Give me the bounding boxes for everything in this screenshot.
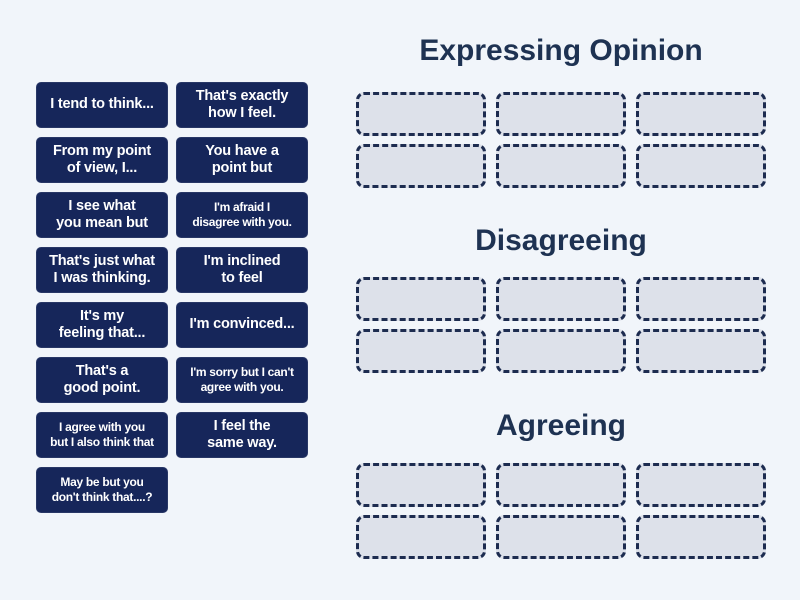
- drop-slot[interactable]: [496, 463, 626, 507]
- draggable-card[interactable]: I'm inclined to feel: [176, 247, 308, 293]
- card-text: I'm afraid I disagree with you.: [192, 200, 292, 229]
- drop-slot[interactable]: [496, 144, 626, 188]
- card-text: That's just what I was thinking.: [49, 252, 155, 286]
- draggable-card[interactable]: From my point of view, I...: [36, 137, 168, 183]
- card-text: May be but you don't think that....?: [51, 475, 153, 504]
- draggable-card[interactable]: That's just what I was thinking.: [36, 247, 168, 293]
- drop-slot[interactable]: [496, 92, 626, 136]
- card-text: I'm sorry but I can't agree with you.: [190, 365, 294, 394]
- card-text: I agree with you but I also think that: [50, 420, 154, 449]
- drop-slot[interactable]: [356, 277, 486, 321]
- drop-slot[interactable]: [356, 463, 486, 507]
- drop-zone-grid-expressing-opinion: [356, 92, 766, 188]
- group-title-expressing-opinion: Expressing Opinion: [419, 34, 703, 67]
- draggable-card[interactable]: I see what you mean but: [36, 192, 168, 238]
- card-text: That's exactly how I feel.: [195, 87, 289, 121]
- drop-slot[interactable]: [636, 329, 766, 373]
- drop-zone-grid-disagreeing: [356, 277, 766, 373]
- drop-slot[interactable]: [356, 144, 486, 188]
- draggable-card[interactable]: It's my feeling that...: [36, 302, 168, 348]
- card-text: I see what you mean but: [56, 197, 148, 231]
- drop-slot[interactable]: [356, 92, 486, 136]
- drop-zone-grid-agreeing: [356, 463, 766, 559]
- draggable-card[interactable]: I tend to think...: [36, 82, 168, 128]
- card-text: I feel the same way.: [207, 417, 277, 451]
- card-text: I tend to think...: [50, 96, 154, 113]
- drop-slot[interactable]: [356, 515, 486, 559]
- draggable-card[interactable]: I'm sorry but I can't agree with you.: [176, 357, 308, 403]
- card-text: You have a point but: [205, 142, 279, 176]
- group-title-disagreeing: Disagreeing: [475, 224, 647, 257]
- card-text: From my point of view, I...: [52, 142, 152, 176]
- drop-slot[interactable]: [636, 92, 766, 136]
- cards-tray: I tend to think... That's exactly how I …: [36, 82, 308, 513]
- card-text: I'm inclined to feel: [203, 252, 281, 286]
- drop-slot[interactable]: [356, 329, 486, 373]
- draggable-card[interactable]: May be but you don't think that....?: [36, 467, 168, 513]
- drop-slot[interactable]: [636, 277, 766, 321]
- draggable-card[interactable]: I agree with you but I also think that: [36, 412, 168, 458]
- drop-slot[interactable]: [496, 277, 626, 321]
- drop-slot[interactable]: [496, 515, 626, 559]
- card-text: It's my feeling that...: [58, 307, 146, 341]
- draggable-card[interactable]: That's a good point.: [36, 357, 168, 403]
- draggable-card[interactable]: You have a point but: [176, 137, 308, 183]
- card-text: That's a good point.: [63, 362, 141, 396]
- card-text: I'm convinced...: [189, 316, 295, 333]
- draggable-card[interactable]: I'm convinced...: [176, 302, 308, 348]
- drop-slot[interactable]: [636, 515, 766, 559]
- drop-slot[interactable]: [636, 463, 766, 507]
- draggable-card[interactable]: I'm afraid I disagree with you.: [176, 192, 308, 238]
- draggable-card[interactable]: That's exactly how I feel.: [176, 82, 308, 128]
- drop-slot[interactable]: [636, 144, 766, 188]
- drop-slot[interactable]: [496, 329, 626, 373]
- group-title-agreeing: Agreeing: [495, 409, 627, 442]
- draggable-card[interactable]: I feel the same way.: [176, 412, 308, 458]
